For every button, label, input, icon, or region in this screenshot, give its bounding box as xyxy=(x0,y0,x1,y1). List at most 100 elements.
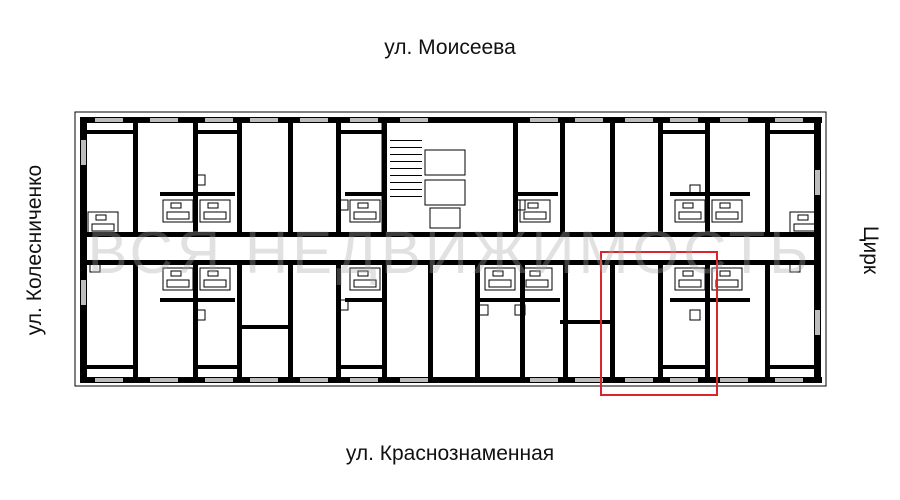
wall xyxy=(814,117,821,383)
window xyxy=(205,378,233,382)
window xyxy=(815,310,820,335)
bathroom xyxy=(199,199,231,223)
window xyxy=(350,378,378,382)
wall xyxy=(520,263,525,379)
window xyxy=(300,378,328,382)
stove-icon xyxy=(689,309,701,321)
wall xyxy=(478,298,560,302)
bathtub-icon xyxy=(678,279,702,288)
sink-icon xyxy=(207,270,219,277)
bathroom xyxy=(674,199,706,223)
street-label-top: ул. Моисеева xyxy=(384,36,516,59)
wall xyxy=(765,365,815,369)
stove-icon xyxy=(337,299,349,311)
window xyxy=(720,378,748,382)
walls xyxy=(74,111,827,387)
wall xyxy=(87,130,137,134)
bathroom xyxy=(484,267,516,291)
elevator xyxy=(424,149,466,176)
sink-icon xyxy=(682,202,694,209)
bathtub-icon xyxy=(715,211,739,220)
wall xyxy=(193,365,237,369)
sink-icon xyxy=(719,202,731,209)
window xyxy=(815,170,820,195)
window xyxy=(300,118,328,122)
bathroom xyxy=(519,199,551,223)
stove-icon xyxy=(194,174,206,186)
sink-icon xyxy=(719,270,731,277)
bathroom xyxy=(199,267,231,291)
wall xyxy=(80,117,87,383)
wall xyxy=(705,263,710,379)
wall xyxy=(610,120,615,234)
sink-icon xyxy=(357,202,369,209)
wall xyxy=(705,120,710,234)
wall xyxy=(133,263,138,379)
wall xyxy=(560,120,565,234)
stair-step xyxy=(390,161,422,162)
bathroom xyxy=(789,211,821,235)
bathtub-icon xyxy=(166,211,190,220)
window xyxy=(775,118,803,122)
wall xyxy=(87,260,814,265)
wall xyxy=(670,298,750,302)
wall xyxy=(288,120,293,234)
outer-outline xyxy=(74,111,827,387)
sink-icon xyxy=(492,270,504,277)
bathtub-icon xyxy=(353,211,377,220)
stove-icon xyxy=(789,261,801,273)
stove-icon xyxy=(194,309,206,321)
window xyxy=(350,118,378,122)
wall xyxy=(336,263,341,379)
wall xyxy=(610,263,615,379)
bathroom xyxy=(349,267,381,291)
sink-icon xyxy=(527,202,539,209)
window xyxy=(400,118,428,122)
window xyxy=(250,378,278,382)
window xyxy=(575,118,603,122)
stove-icon xyxy=(689,184,701,196)
window xyxy=(575,378,603,382)
wall xyxy=(160,298,235,302)
sink-icon xyxy=(207,202,219,209)
window xyxy=(150,378,178,382)
window xyxy=(95,118,123,122)
bathtub-icon xyxy=(793,223,817,232)
window xyxy=(775,378,803,382)
bathroom xyxy=(711,267,743,291)
sink-icon xyxy=(170,202,182,209)
sink-icon xyxy=(170,270,182,277)
fixtures xyxy=(81,118,821,382)
wall xyxy=(382,263,387,379)
window xyxy=(81,280,86,305)
wall xyxy=(80,377,822,383)
bathroom xyxy=(87,211,119,235)
bathtub-icon xyxy=(203,279,227,288)
wall xyxy=(345,192,382,196)
wall xyxy=(513,192,558,196)
bathtub-icon xyxy=(525,279,549,288)
wall xyxy=(670,192,750,196)
wall xyxy=(87,365,137,369)
stove-icon xyxy=(514,199,526,211)
wall xyxy=(658,120,663,234)
wall xyxy=(765,263,770,379)
selected-apartment-highlight[interactable] xyxy=(600,251,718,396)
window xyxy=(205,118,233,122)
sink-icon xyxy=(529,270,541,277)
stove-icon xyxy=(477,304,489,316)
wall xyxy=(560,320,610,324)
wall xyxy=(193,130,237,134)
bathroom xyxy=(711,199,743,223)
stair-step xyxy=(390,189,422,190)
stove-icon xyxy=(337,199,349,211)
bathroom xyxy=(162,199,194,223)
stair-step xyxy=(390,147,422,148)
wall xyxy=(428,263,433,379)
bathtub-icon xyxy=(488,279,512,288)
sink-icon xyxy=(797,214,809,221)
stair-step xyxy=(390,140,422,141)
wall xyxy=(288,263,293,379)
window xyxy=(670,118,698,122)
